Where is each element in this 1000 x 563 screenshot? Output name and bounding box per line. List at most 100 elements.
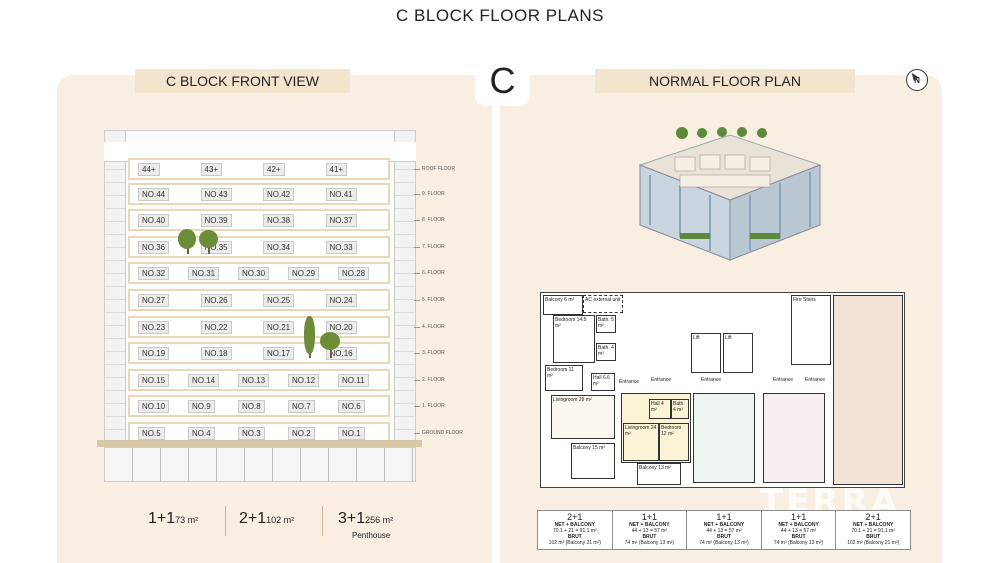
facade-left-column <box>104 130 126 482</box>
front-view-title: C BLOCK FRONT VIEW <box>135 69 350 93</box>
unit-number: NO.36 <box>138 241 170 254</box>
unit-number: NO.6 <box>338 400 365 413</box>
unit-number: NO.25 <box>263 294 295 307</box>
unit-type: 1+1 <box>716 512 732 522</box>
room-label: Bath. 5 m² <box>598 317 614 329</box>
room-bedroom-3: Bedroom 12 m² <box>659 423 689 461</box>
unit-number: NO.28 <box>338 267 370 280</box>
render-plants <box>676 127 780 239</box>
unit-number: NO.16 <box>325 347 357 360</box>
floor-label: 5. FLOOR <box>414 297 445 303</box>
tree-icon <box>320 332 340 350</box>
room-balcony-left: Balcony 15 m² <box>571 443 615 479</box>
room-label: Livingroom 29 m² <box>553 397 592 403</box>
unit-number: NO.24 <box>325 294 357 307</box>
room-label: Bedroom 11 m² <box>547 367 574 379</box>
type-3-1: 3+1256 m² <box>338 510 393 528</box>
type-size: 256 m² <box>365 515 394 525</box>
apartment-types: 1+173 m² 2+1102 m² 3+1256 m² Penthouse <box>140 502 445 542</box>
unit-number: NO.9 <box>188 400 215 413</box>
unit-1-1-b <box>763 393 825 483</box>
unit-number: NO.14 <box>188 374 220 387</box>
unit-number: NO.3 <box>238 427 265 440</box>
floor-label: 3. FLOOR <box>414 350 445 356</box>
page-title: C BLOCK FLOOR PLANS <box>396 6 604 25</box>
unit-brut-label: BRUT <box>717 534 731 540</box>
compass-label: N <box>914 76 920 85</box>
unit-type: 2+1 <box>567 512 583 522</box>
unit-2-1-right <box>833 295 903 485</box>
room-label: Lift <box>725 335 732 341</box>
unit-type: 2+1 <box>865 512 881 522</box>
room-label: Hall 4 m² <box>651 401 664 413</box>
unit-brut-label: BRUT <box>791 534 806 540</box>
unit-number: NO.30 <box>238 267 270 280</box>
unit-number: NO.17 <box>263 347 295 360</box>
floor-3d-render <box>638 127 822 261</box>
unit-net-label: NET + BALCONY <box>629 522 670 528</box>
unit-type: 1+1 <box>790 512 807 522</box>
unit-number: NO.44 <box>138 188 170 201</box>
type-name: 1+1 <box>148 510 176 527</box>
unit-type: 1+1 <box>641 512 658 522</box>
entrance-label-4: Entrance <box>773 377 794 383</box>
unit-brut-value: 74 m² (Balcony 13 m²) <box>624 540 675 546</box>
room-fire-stairs: Fire Stairs <box>791 295 831 365</box>
room-label: Hall 6.6 m² <box>593 375 610 387</box>
unit-number: NO.33 <box>325 241 357 254</box>
unit-net-label: NET + BALCONY <box>778 522 819 528</box>
room-label: Balcony 13 m² <box>639 465 671 471</box>
unit-number: NO.34 <box>263 241 295 254</box>
tree-icon <box>199 230 218 248</box>
unit-number: NO.1 <box>338 427 365 440</box>
room-bath-2: Bath. 4 m² <box>596 343 616 361</box>
tree-trunk <box>187 244 189 254</box>
divider <box>322 506 323 536</box>
unit-number: NO.42 <box>263 188 295 201</box>
floor-label: GROUND FLOOR <box>414 430 463 436</box>
facade-right-column <box>394 130 416 482</box>
unit-number: NO.20 <box>325 321 357 334</box>
unit-net-value: 44 + 13 = 57 m² <box>780 528 817 534</box>
unit-number: NO.13 <box>238 374 270 387</box>
unit-number: NO.29 <box>288 267 320 280</box>
room-label: AC external unit <box>585 297 621 303</box>
unit-number: 43+ <box>200 163 223 176</box>
unit-brut-label: BRUT <box>866 534 881 540</box>
room-label: Bedroom 12 m² <box>661 425 682 437</box>
room-label: Bath. 4 m² <box>673 401 685 413</box>
unit-number: NO.15 <box>138 374 170 387</box>
unit-brut-value: 74 m² (Balcony 13 m²) <box>699 540 749 546</box>
block-letter: C <box>475 58 530 106</box>
unit-number: NO.27 <box>138 294 170 307</box>
entrance-label-3: Entrance <box>701 377 722 383</box>
unit-net-label: NET + BALCONY <box>703 522 745 528</box>
floor-label: 4. FLOOR <box>414 324 445 330</box>
tree-trunk <box>330 345 332 358</box>
room-livingroom-1: Livingroom 29 m² <box>551 395 615 439</box>
type-size: 73 m² <box>175 515 199 525</box>
room-bedroom-2: Bedroom 11 m² <box>545 365 583 391</box>
unit-number: NO.4 <box>188 427 215 440</box>
building-base <box>104 447 416 482</box>
unit-number: NO.31 <box>188 267 220 280</box>
unit-number: NO.18 <box>200 347 232 360</box>
unit-number: NO.40 <box>138 214 170 227</box>
unit-number: NO.32 <box>138 267 170 280</box>
unit-number: 41+ <box>325 163 348 176</box>
room-label: Bedroom 14.5 m² <box>555 317 587 329</box>
unit-net-label: NET + BALCONY <box>852 522 894 528</box>
unit-brut-value: 74 m² (Balcony 13 m²) <box>773 540 824 546</box>
north-compass-icon: N <box>906 69 928 91</box>
unit-number: NO.37 <box>325 214 357 227</box>
type-1-1: 1+173 m² <box>148 510 198 528</box>
